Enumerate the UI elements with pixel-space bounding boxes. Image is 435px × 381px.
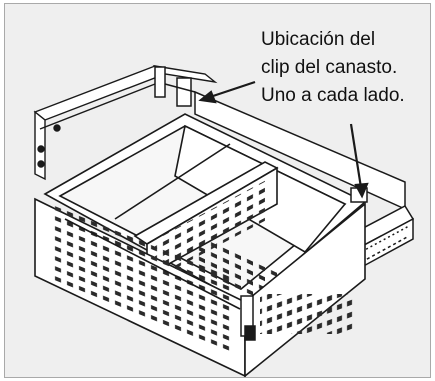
callout-line-3: Uno a cada lado. [261, 85, 405, 106]
left-basket-clip [154, 66, 196, 107]
basket [34, 113, 367, 377]
callout-line-2: clip del canasto. [261, 57, 398, 78]
basket-drawer-illustration [33, 64, 415, 377]
callout-leaders [198, 80, 369, 199]
basket-clip-callout: Ubicación del clip del canasto. Uno a ca… [261, 26, 430, 110]
callout-line-1: Ubicación del [261, 29, 376, 50]
back-frame [33, 64, 218, 181]
illustration-frame: Ubicación del clip del canasto. Uno a ca… [4, 3, 431, 378]
